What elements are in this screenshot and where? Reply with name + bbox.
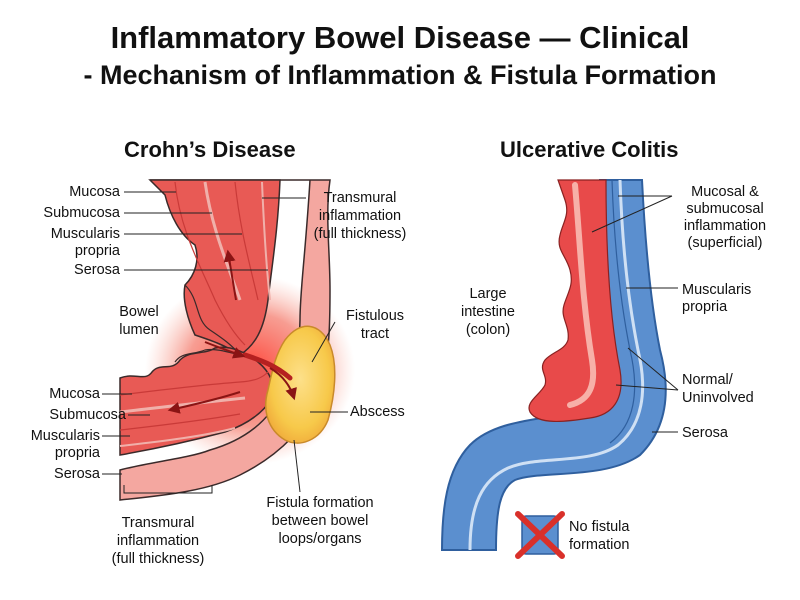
label-large-intestine-1: Large — [469, 286, 507, 302]
uc-mucosa-light — [567, 182, 597, 408]
label-transmural-bottom-1: Transmural — [121, 515, 195, 531]
lower-mucosa-line — [119, 371, 269, 396]
label-uc-muscularis-1: Muscularis — [682, 282, 752, 298]
label-muscularis-top-2: propria — [74, 243, 120, 259]
label-mucosa-bottom: Mucosa — [49, 386, 100, 402]
label-normal-2: Uninvolved — [682, 390, 754, 406]
no-fistula-icon — [515, 511, 565, 559]
flow-arrow-left — [167, 391, 241, 414]
leader-fistulous — [311, 321, 336, 363]
crohns-heading: Crohn’s Disease — [124, 137, 296, 162]
lower-submucosa-line — [119, 396, 246, 414]
lower-serosa-line — [119, 427, 236, 447]
leader-normal — [627, 347, 679, 391]
main-title-line-2: - Mechanism of Inflammation & Fistula Fo… — [83, 60, 717, 90]
label-fistulous-1: Fistulous — [345, 308, 405, 324]
flow-arrow-up — [223, 249, 237, 301]
label-muscularis-bottom-2: propria — [54, 445, 100, 461]
label-mucosal-3: inflammation — [683, 218, 767, 234]
label-normal-1: Normal/ — [682, 372, 733, 388]
lower-muscularis-line — [119, 413, 241, 431]
leader-fistula-formation — [293, 439, 301, 493]
label-fistula-formation-3: loops/organs — [278, 531, 362, 547]
label-no-fistula-2: formation — [569, 537, 630, 553]
label-mucosal-1: Mucosal & — [691, 184, 759, 200]
upper-muscularis-line — [234, 181, 259, 301]
label-muscularis-bottom-1: Muscularis — [30, 428, 100, 444]
bracket-transmural-bottom — [123, 485, 213, 494]
label-serosa-top: Serosa — [74, 262, 120, 278]
label-mucosal-4: (superficial) — [687, 235, 763, 251]
main-title-line-1: Inflammatory Bowel Disease — Clinical — [110, 20, 690, 55]
label-bowel-lumen-1: Bowel — [119, 304, 159, 320]
label-transmural-top-1: Transmural — [323, 190, 397, 206]
uc-inflamed-mucosa — [528, 179, 622, 423]
label-transmural-bottom-2: inflammation — [116, 533, 200, 549]
uc-illustration — [440, 179, 679, 559]
label-mucosa-top: Mucosa — [69, 184, 120, 200]
upper-submucosa-line — [203, 181, 242, 301]
label-uc-muscularis-2: propria — [682, 299, 728, 315]
upper-serosa-line — [261, 181, 271, 301]
flow-arrow-to-abscess — [269, 367, 297, 401]
label-bowel-lumen-2: lumen — [119, 322, 159, 338]
label-transmural-bottom-3: (full thickness) — [111, 551, 205, 567]
label-transmural-top-3: (full thickness) — [313, 226, 407, 242]
label-large-intestine-3: (colon) — [465, 322, 511, 338]
uc-heading: Ulcerative Colitis — [500, 137, 679, 162]
flow-arrow-into-tract — [204, 341, 246, 359]
label-fistulous-2: tract — [360, 326, 390, 342]
fistulous-tract — [242, 352, 293, 381]
label-no-fistula-1: No fistula — [569, 519, 630, 535]
label-submucosa-bottom: Submucosa — [49, 407, 126, 423]
label-large-intestine-2: intestine — [460, 304, 515, 320]
label-uc-serosa: Serosa — [682, 425, 728, 441]
label-transmural-top-2: inflammation — [318, 208, 402, 224]
label-muscularis-top-1: Muscularis — [50, 226, 120, 242]
uc-muscularis-line — [468, 179, 645, 551]
crohns-illustration — [102, 179, 355, 501]
leader-mucosal — [591, 195, 673, 233]
label-submucosa-top: Submucosa — [43, 205, 120, 221]
abscess-pocket — [264, 325, 336, 444]
label-fistula-formation-1: Fistula formation — [266, 495, 374, 511]
uc-muscularis-line-2 — [609, 179, 636, 444]
leader-normal-2 — [615, 384, 679, 391]
label-abscess: Abscess — [350, 404, 405, 420]
label-fistula-formation-2: between bowel — [271, 513, 369, 529]
upper-mucosa-line — [174, 181, 246, 346]
label-mucosal-2: submucosal — [686, 201, 764, 217]
crohns-upper-segment — [148, 179, 281, 356]
label-serosa-bottom: Serosa — [54, 466, 100, 482]
